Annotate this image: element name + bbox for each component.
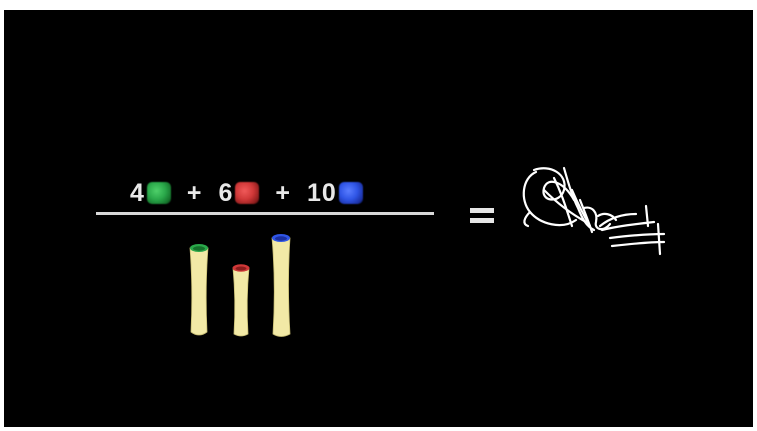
green-blob-icon bbox=[147, 182, 171, 204]
term-green: 4 bbox=[130, 179, 171, 208]
tube-green-icon bbox=[190, 244, 208, 335]
tangled-strands-icon bbox=[514, 160, 674, 270]
plus-sign-1: + bbox=[187, 179, 203, 208]
count-green: 4 bbox=[130, 179, 145, 208]
tube-blue-icon bbox=[272, 234, 290, 337]
term-blue: 10 bbox=[307, 179, 363, 208]
count-red: 6 bbox=[219, 179, 234, 208]
blue-blob-icon bbox=[339, 182, 363, 204]
plus-sign-2: + bbox=[275, 179, 291, 208]
numerator-expression: 4 + 6 + 10 bbox=[130, 176, 363, 210]
tubes-group bbox=[182, 228, 302, 340]
tube-red-icon bbox=[233, 264, 250, 336]
diagram-canvas: 4 + 6 + 10 bbox=[4, 10, 753, 427]
count-blue: 10 bbox=[307, 179, 337, 208]
term-red: 6 bbox=[219, 179, 260, 208]
red-blob-icon bbox=[235, 182, 259, 204]
fraction-bar bbox=[96, 212, 434, 215]
equals-sign bbox=[470, 206, 494, 226]
